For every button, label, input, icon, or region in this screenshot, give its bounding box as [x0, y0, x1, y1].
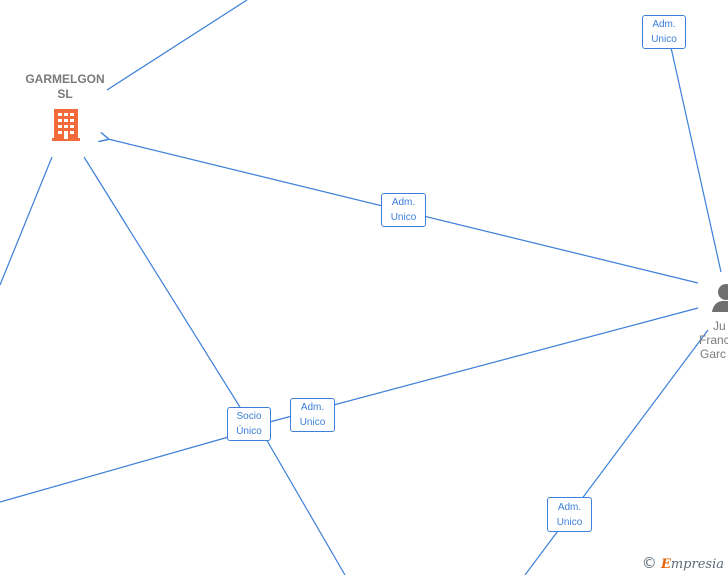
edge-label-line2: Unico — [299, 417, 326, 428]
building-icon[interactable] — [52, 109, 80, 141]
edge-label-line2: Unico — [651, 34, 677, 45]
person-name-line2: Franc — [699, 333, 728, 347]
edge-label-line2: Unico — [556, 517, 583, 528]
brand-initial: E — [660, 557, 671, 572]
edge-label-line1: Adm. — [300, 402, 325, 413]
edge-label-adm-unico-top[interactable]: Adm. Unico — [642, 15, 686, 49]
company-name[interactable]: GARMELGON SL — [15, 72, 115, 102]
person-name[interactable]: Ju Franc Garc — [698, 319, 728, 361]
edge-label-line2: Unico — [390, 212, 417, 223]
edge-label-line1: Socio — [236, 411, 262, 422]
person-icon[interactable] — [712, 284, 728, 312]
empresia-credit[interactable]: © Empresia — [642, 554, 724, 572]
edge-label-adm-unico-mid[interactable]: Adm. Unico — [290, 398, 335, 432]
edge-label-adm-unico-center[interactable]: Adm. Unico — [381, 193, 426, 227]
edge-label-adm-unico-bottom[interactable]: Adm. Unico — [547, 497, 592, 532]
edge-company-socio — [83, 156, 249, 421]
edge-label-line2: Único — [236, 426, 262, 437]
company-name-line1: GARMELGON — [25, 72, 105, 86]
person-name-line3: Garc — [700, 347, 727, 361]
edge-label-socio-unico[interactable]: Socio Único — [227, 407, 271, 441]
edge-company-left — [0, 156, 53, 286]
edge-company-top — [106, 0, 248, 91]
person-name-line1: Ju — [713, 319, 726, 333]
company-name-line2: SL — [57, 87, 73, 101]
edge-person-top — [663, 15, 722, 273]
edge-socio-bottom — [261, 431, 346, 575]
edge-label-line1: Adm. — [391, 197, 416, 208]
brand-name: mpresia — [670, 557, 724, 572]
edge-socio-left — [0, 435, 233, 503]
edge-label-line1: Adm. — [557, 502, 582, 513]
edge-person-bottom — [524, 329, 709, 575]
copyright-symbol: © — [641, 554, 657, 572]
edge-label-line1: Adm. — [652, 19, 676, 30]
